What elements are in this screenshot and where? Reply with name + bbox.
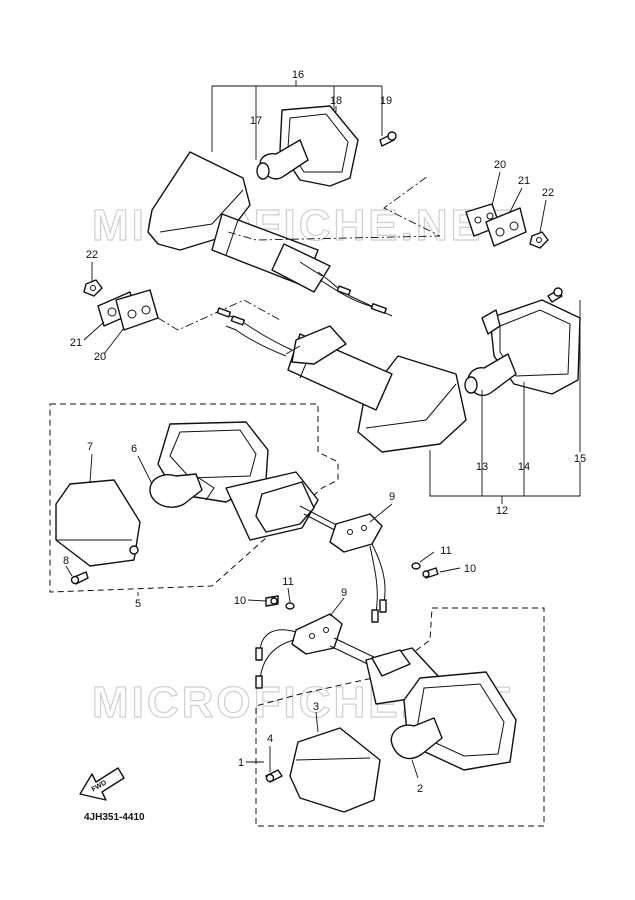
callout-15: 15: [574, 453, 586, 465]
callout-22-left: 22: [86, 249, 98, 261]
leader-lines: [65, 80, 581, 779]
callout-9-top: 9: [389, 491, 395, 503]
callout-19: 19: [380, 95, 392, 107]
callout-5: 5: [135, 598, 141, 610]
callout-20-right: 20: [494, 159, 506, 171]
callout-labels: 16 18 19 17 20 21 22 22 21 20 7 6 13 14 …: [63, 69, 586, 795]
callout-1: 1: [238, 757, 244, 769]
callout-21-right: 21: [518, 175, 530, 187]
screw-washer-left: [265, 595, 295, 610]
callout-21-left: 21: [70, 337, 82, 349]
front-flasher-assembly-1: [255, 613, 517, 813]
callout-4: 4: [267, 733, 273, 745]
callout-17: 17: [250, 115, 262, 127]
callout-18: 18: [330, 95, 342, 107]
callout-10-left: 10: [234, 595, 246, 607]
callout-16: 16: [292, 69, 304, 81]
upper-rear-flasher-assembly: [147, 105, 397, 317]
callout-14: 14: [518, 461, 530, 473]
callout-12: 12: [496, 505, 508, 517]
upper-front-flasher-assembly: [216, 287, 581, 453]
diagram-code: 4JH351-4410: [84, 812, 145, 823]
callout-11-right: 11: [440, 545, 451, 557]
callout-3: 3: [313, 701, 319, 713]
rear-flasher-assembly-5: [55, 421, 387, 623]
callout-9-bottom: 9: [341, 587, 347, 599]
callout-20-left: 20: [94, 351, 106, 363]
assembly-1-boundary: [255, 607, 545, 827]
callout-7: 7: [87, 441, 93, 453]
forward-arrow-icon: FWD: [79, 767, 125, 801]
callout-11-left: 11: [282, 576, 293, 588]
callout-8: 8: [63, 555, 69, 567]
grommet-set-right: [465, 203, 549, 249]
assembly-5-boundary: [49, 403, 339, 593]
screw-washer-right: [411, 562, 439, 579]
callout-2: 2: [417, 783, 423, 795]
callout-13: 13: [476, 461, 488, 473]
grommet-set-left: [83, 279, 159, 331]
callout-22-right: 22: [542, 187, 554, 199]
callout-6: 6: [131, 443, 137, 455]
callout-10-right: 10: [464, 563, 476, 575]
